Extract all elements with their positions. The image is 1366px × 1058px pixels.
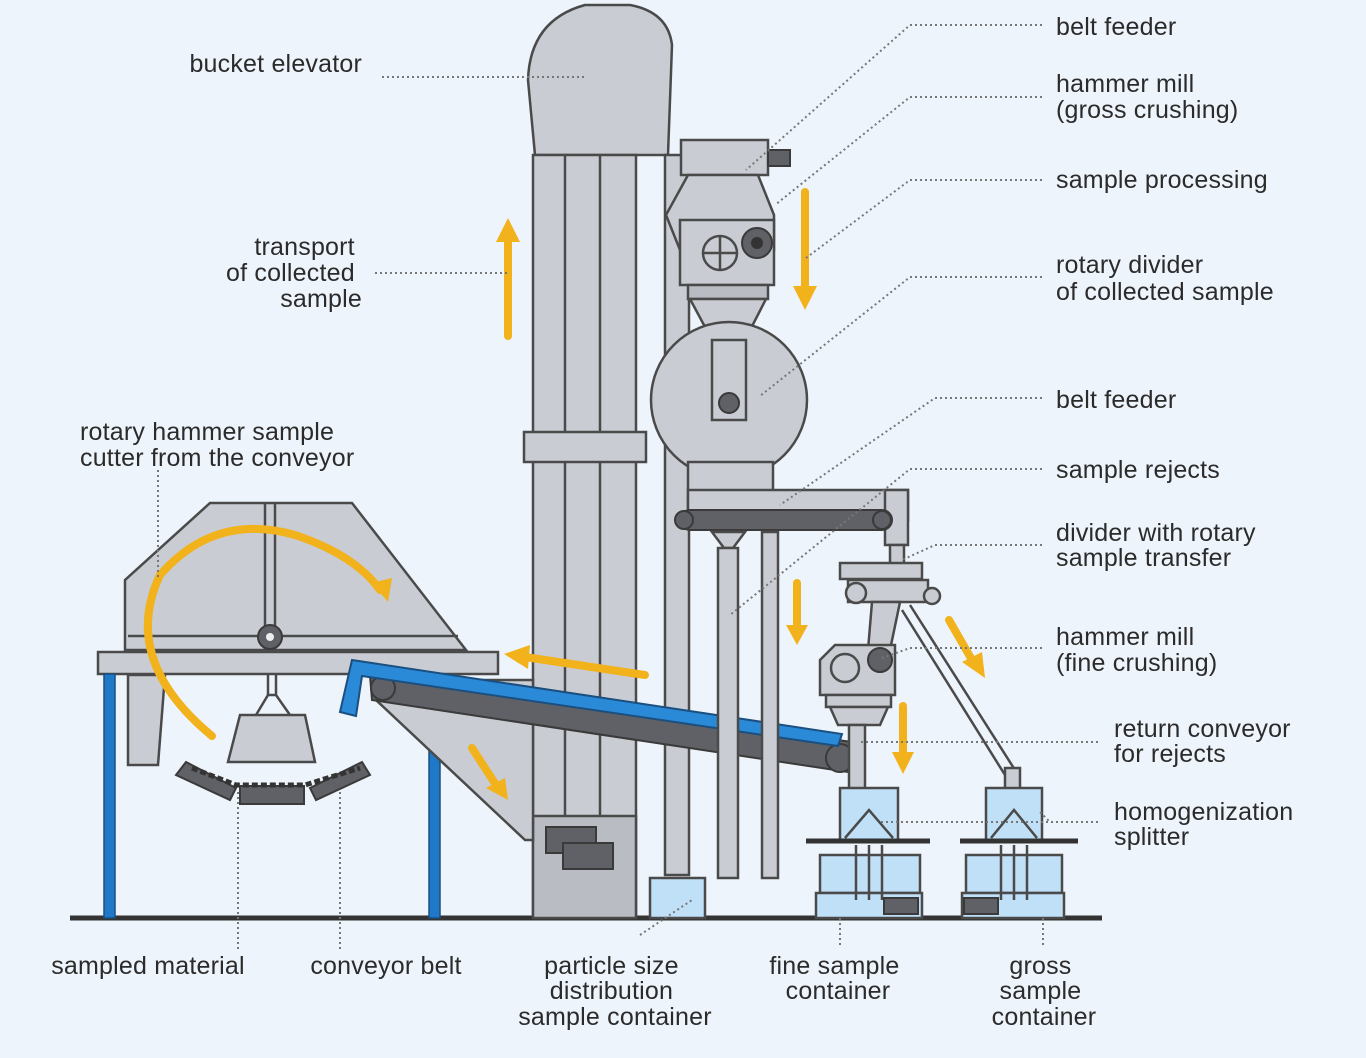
- arrow-down-icon: [786, 579, 808, 645]
- label-belt-feeder-top: belt feeder: [1056, 13, 1176, 41]
- label-sample-processing: sample processing: [1056, 166, 1268, 194]
- label-rotary-divider: rotary divider of collected sample: [1056, 251, 1274, 306]
- processing-tower: [649, 138, 910, 880]
- label-conveyor-belt: conveyor belt: [310, 952, 461, 980]
- gross-sample-container: [960, 786, 1078, 920]
- label-hammer-mill-gross: hammer mill (gross crushing): [1056, 70, 1238, 124]
- label-fine-sample-container: fine sample container: [769, 952, 906, 1005]
- arrow-left-icon: [504, 645, 649, 679]
- fine-sample-container: [806, 786, 930, 920]
- label-return-conveyor: return conveyor for rejects: [1114, 715, 1298, 768]
- label-gross-sample-container: gross sample container: [992, 952, 1097, 1031]
- label-sample-rejects: sample rejects: [1056, 456, 1220, 484]
- arrow-curved-icon: [144, 524, 392, 740]
- label-hammer-mill-fine: hammer mill (fine crushing): [1056, 623, 1217, 677]
- label-sampled-material: sampled material: [51, 952, 245, 980]
- label-divider-rotary-transfer: divider with rotary sample transfer: [1056, 519, 1263, 572]
- label-particle-size-container: particle size distribution sample contai…: [518, 952, 712, 1031]
- arrow-down-icon: [892, 702, 914, 774]
- flow-arrows: [144, 188, 985, 800]
- label-rotary-hammer-cutter: rotary hammer sample cutter from the con…: [80, 418, 354, 472]
- leader-lines: [157, 24, 1098, 952]
- arrow-diagonal-icon: [468, 744, 508, 800]
- arrow-down-icon: [793, 188, 817, 310]
- arrow-diagonal-icon: [945, 616, 985, 678]
- labels: bucket elevator transport of collected s…: [51, 13, 1300, 1031]
- label-homogenization-splitter: homogenization splitter: [1114, 798, 1300, 851]
- divider-and-fine-mill: [818, 543, 1022, 792]
- label-bucket-elevator: bucket elevator: [189, 50, 362, 78]
- label-transport: transport of collected sample: [226, 233, 362, 313]
- bucket-elevator: [522, 3, 691, 920]
- label-belt-feeder-mid: belt feeder: [1056, 386, 1176, 414]
- particle-size-container: [648, 876, 707, 920]
- arrow-up-icon: [496, 218, 520, 340]
